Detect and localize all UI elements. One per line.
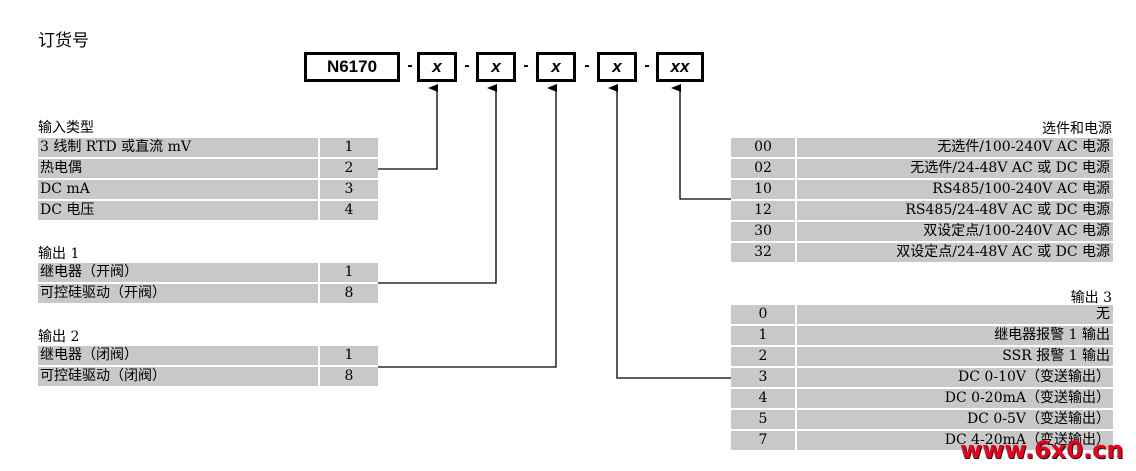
page-title: 订货号 [38, 31, 89, 51]
code-field-options-power: xx [656, 52, 704, 82]
row-label: 无选件/24-48V AC 或 DC 电源 [797, 159, 1113, 178]
row-code: 4 [320, 201, 378, 220]
watermark-text: www.6x0.cn [960, 436, 1124, 464]
row-label: RS485/100-240V AC 电源 [797, 180, 1113, 199]
row-label: DC 电压 [38, 201, 318, 220]
row-code: 1 [731, 326, 795, 345]
row-code: 00 [731, 138, 795, 157]
row-label: DC mA [38, 180, 318, 199]
code-field-input-type: x [417, 52, 457, 82]
code-field-output-2: x [536, 52, 576, 82]
row-label: 无 [797, 305, 1113, 324]
row-label: 双设定点/100-240V AC 电源 [797, 222, 1113, 241]
row-code: 2 [731, 347, 795, 366]
connector-output-1 [378, 84, 497, 284]
code-separator: - [584, 57, 590, 74]
row-code: 7 [731, 431, 795, 450]
row-label: DC 4-20mA（变送输出） [797, 431, 1113, 450]
row-code: 10 [731, 180, 795, 199]
code-separator: - [523, 57, 529, 74]
row-label: DC 0-10V（变送输出） [797, 368, 1113, 387]
connector-output-2 [378, 84, 557, 368]
row-label: SSR 报警 1 输出 [797, 347, 1113, 366]
code-base-box: N6170 [304, 52, 400, 82]
row-label: DC 0-20mA（变送输出） [797, 389, 1113, 408]
row-code: 30 [731, 222, 795, 241]
row-label: 继电器（开阀） [38, 263, 318, 282]
row-label: 热电偶 [38, 159, 318, 178]
row-code: 4 [731, 389, 795, 408]
row-label: RS485/24-48V AC 或 DC 电源 [797, 201, 1113, 220]
row-code: 32 [731, 243, 795, 262]
code-separator: - [407, 57, 413, 74]
output-3-title: 输出 3 [1070, 290, 1112, 306]
row-code: 8 [320, 367, 378, 386]
code-field-output-1: x [476, 52, 516, 82]
connector-output-3 [608, 84, 731, 379]
code-field-output-3: x [597, 52, 637, 82]
connector-options-power [671, 84, 731, 200]
row-code: 8 [320, 284, 378, 303]
row-label: 可控硅驱动（闭阀） [38, 367, 318, 386]
row-label: 双设定点/24-48V AC 或 DC 电源 [797, 243, 1113, 262]
row-code: 12 [731, 201, 795, 220]
connector-input-type [378, 84, 438, 170]
row-code: 5 [731, 410, 795, 429]
watermark-logo: www.6x0.cn [960, 436, 1132, 466]
output-1-title: 输出 1 [38, 246, 80, 262]
input-type-title: 输入类型 [38, 120, 94, 136]
row-label: 无选件/100-240V AC 电源 [797, 138, 1113, 157]
row-label: DC 0-5V（变送输出） [797, 410, 1113, 429]
row-label: 继电器（闭阀） [38, 346, 318, 365]
row-code: 1 [320, 138, 378, 157]
code-separator: - [644, 57, 650, 74]
output-2-title: 输出 2 [38, 329, 80, 345]
row-code: 2 [320, 159, 378, 178]
options-power-title: 选件和电源 [1042, 121, 1112, 137]
code-separator: - [464, 57, 470, 74]
row-code: 1 [320, 263, 378, 282]
row-label: 3 线制 RTD 或直流 mV [38, 138, 318, 157]
row-code: 3 [320, 180, 378, 199]
row-label: 可控硅驱动（开阀） [38, 284, 318, 303]
row-label: 继电器报警 1 输出 [797, 326, 1113, 345]
row-code: 1 [320, 346, 378, 365]
row-code: 3 [731, 368, 795, 387]
row-code: 0 [731, 305, 795, 324]
row-code: 02 [731, 159, 795, 178]
